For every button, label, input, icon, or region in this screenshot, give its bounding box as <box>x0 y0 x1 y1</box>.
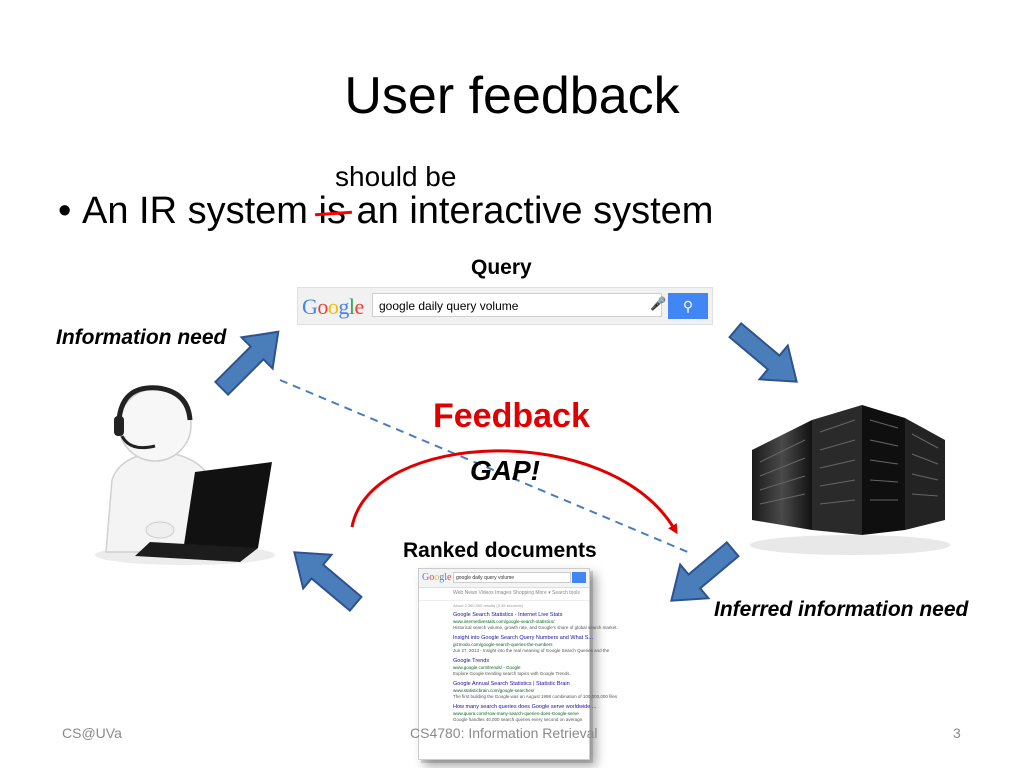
result-item: Insight into Google Search Query Numbers… <box>419 633 610 656</box>
search-box-screenshot: Google google daily query volume 🎤 ⚲ <box>297 287 713 325</box>
user-with-laptop-icon <box>95 385 275 565</box>
result-item: Google Trends www.google.com/trends/ - G… <box>419 656 589 679</box>
results-count: About 2,360,000 results (0.35 seconds) <box>453 603 523 608</box>
result-title: Google Search Statistics - Internet Live… <box>453 612 563 618</box>
label-feedback: Feedback <box>433 397 590 435</box>
server-rack-icon <box>750 405 950 555</box>
result-snippet: The first building the Google was an Aug… <box>453 694 618 699</box>
result-url: www.internetlivestats.com/google-search-… <box>453 619 555 624</box>
result-snippet: Google handles 40,000 search queries eve… <box>453 717 584 722</box>
result-item: How many search queries does Google serv… <box>419 702 597 725</box>
result-title: Google Annual Search Statistics | Statis… <box>453 681 570 687</box>
result-title: Google Trends <box>453 658 490 664</box>
result-snippet: Jun 27, 2013 - Insight into the real mea… <box>453 648 610 653</box>
magnifier-icon: ⚲ <box>668 293 708 319</box>
results-tabs: Web News Videos Images Shopping More ▾ S… <box>419 588 589 601</box>
results-header: Google google daily query volume <box>419 569 589 588</box>
footer-left: CS@UVa <box>62 725 122 741</box>
ranked-documents-thumbnail: Google google daily query volume Web New… <box>418 568 618 760</box>
label-inferred-need: Inferred information need <box>714 598 969 621</box>
google-logo: Google <box>302 294 364 319</box>
results-search-input: google daily query volume <box>453 572 571 583</box>
arrow-ranked-docs <box>293 551 363 613</box>
struck-word: is <box>318 190 346 232</box>
result-url: www.statisticbrain.com/google-searches/ <box>453 688 535 693</box>
result-url: www.quora.com/How-many-search-queries-do… <box>453 711 579 716</box>
result-title: Insight into Google Search Query Numbers… <box>453 635 594 641</box>
annotation-should-be: should be <box>335 161 457 192</box>
arrow-to-server <box>728 321 798 383</box>
result-item: Google Search Statistics - Internet Live… <box>419 610 618 633</box>
label-information-need: Information need <box>56 326 227 349</box>
search-input: google daily query volume <box>372 293 662 317</box>
slide-title: User feedback <box>344 67 680 125</box>
label-gap: GAP! <box>470 455 540 486</box>
results-google-logo: Google <box>422 572 452 583</box>
bullet-text-before: An IR system <box>82 190 319 232</box>
result-title: How many search queries does Google serv… <box>453 704 597 710</box>
result-item: Google Annual Search Statistics | Statis… <box>419 679 618 702</box>
page-number: 3 <box>953 725 961 741</box>
bullet-dot-icon: • <box>58 190 72 232</box>
label-query: Query <box>471 256 532 279</box>
feedback-curve-arrow <box>350 449 678 535</box>
bullet-point: •An IR system is an interactive system <box>58 190 713 233</box>
bullet-text-after: an interactive system <box>345 190 714 232</box>
microphone-icon: 🎤 <box>650 296 667 311</box>
arrow-information-need <box>213 330 280 397</box>
label-ranked-documents: Ranked documents <box>403 539 597 562</box>
result-url: gizmodo.com/google-search-queries-the-nu… <box>453 642 553 647</box>
result-snippet: Historical search volume, growth rate, a… <box>453 625 618 630</box>
footer-center: CS4780: Information Retrieval <box>410 725 598 741</box>
gap-dashed-line <box>279 379 691 554</box>
results-search-button <box>572 572 586 583</box>
arrow-inferred-need <box>670 540 740 602</box>
result-url: www.google.com/trends/ - Google <box>453 665 521 670</box>
result-snippet: Explore Google trending search topics wi… <box>453 671 571 676</box>
